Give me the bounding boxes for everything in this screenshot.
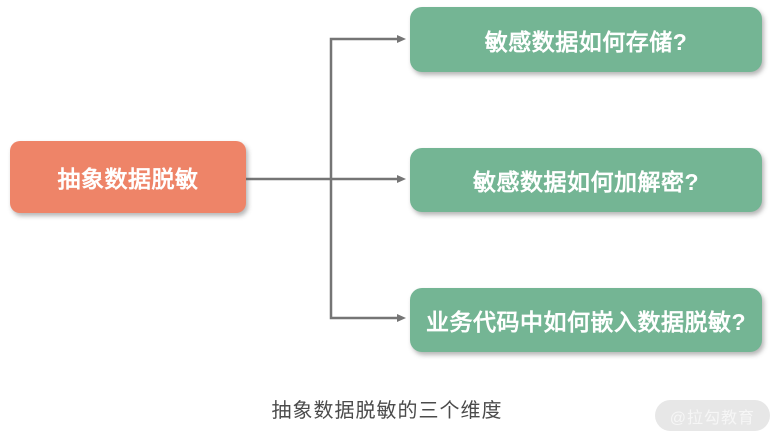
node-branch-label: 敏感数据如何加解密? — [472, 169, 700, 195]
watermark-label: @拉勾教育 — [669, 409, 755, 427]
node-branch-embedding: 业务代码中如何嵌入数据脱敏? — [410, 288, 762, 352]
watermark-badge: @拉勾教育 — [654, 400, 770, 431]
node-root-label: 抽象数据脱敏 — [57, 166, 199, 192]
node-root: 抽象数据脱敏 — [10, 141, 246, 213]
connector-top — [329, 35, 406, 179]
connector-bottom — [329, 179, 406, 322]
node-branch-storage: 敏感数据如何存储? — [410, 7, 762, 72]
diagram-caption: 抽象数据脱敏的三个维度 — [271, 400, 503, 422]
node-branch-encryption: 敏感数据如何加解密? — [410, 148, 762, 212]
node-branch-label: 业务代码中如何嵌入数据脱敏? — [425, 309, 747, 335]
node-branch-label: 敏感数据如何存储? — [484, 28, 688, 55]
